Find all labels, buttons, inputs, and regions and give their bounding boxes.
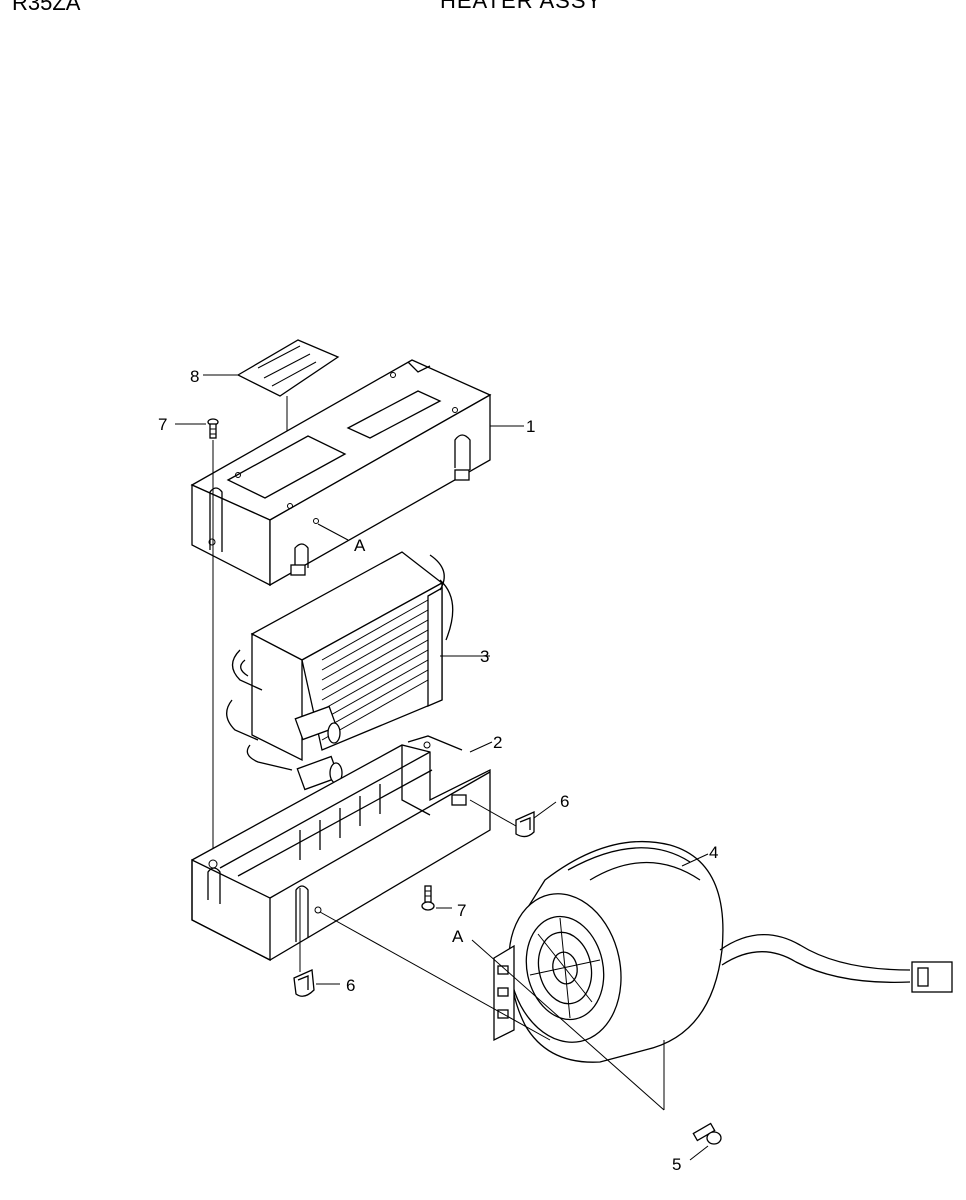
part-2-lower-case (191, 735, 493, 962)
part-5-screw (689, 1122, 722, 1161)
reference-a-upper: A (354, 536, 366, 555)
callout-7-lower: 7 (457, 901, 466, 920)
callout-6-right: 6 (560, 792, 569, 811)
part-4-blower-motor (319, 840, 953, 1111)
callout-4: 4 (709, 843, 718, 862)
model-code: R35ZA (12, 0, 81, 15)
callout-8: 8 (190, 367, 199, 386)
part-7-screw-lower (421, 885, 452, 911)
callout-7-upper: 7 (158, 415, 167, 434)
callout-6-left: 6 (346, 976, 355, 995)
callout-2: 2 (493, 733, 502, 752)
callout-3: 3 (480, 647, 489, 666)
part-7-screw-upper (175, 418, 219, 862)
reference-a-lower: A (452, 927, 464, 946)
callout-5: 5 (672, 1155, 681, 1174)
part-3-heater-core (226, 551, 490, 791)
part-8-label-plate (236, 339, 340, 470)
part-1-upper-case (190, 359, 492, 587)
callout-1: 1 (526, 417, 535, 436)
diagram-title: HEATER ASSY (440, 0, 603, 13)
part-6-clip-left (293, 888, 340, 997)
part-6-clip-right (469, 799, 557, 838)
